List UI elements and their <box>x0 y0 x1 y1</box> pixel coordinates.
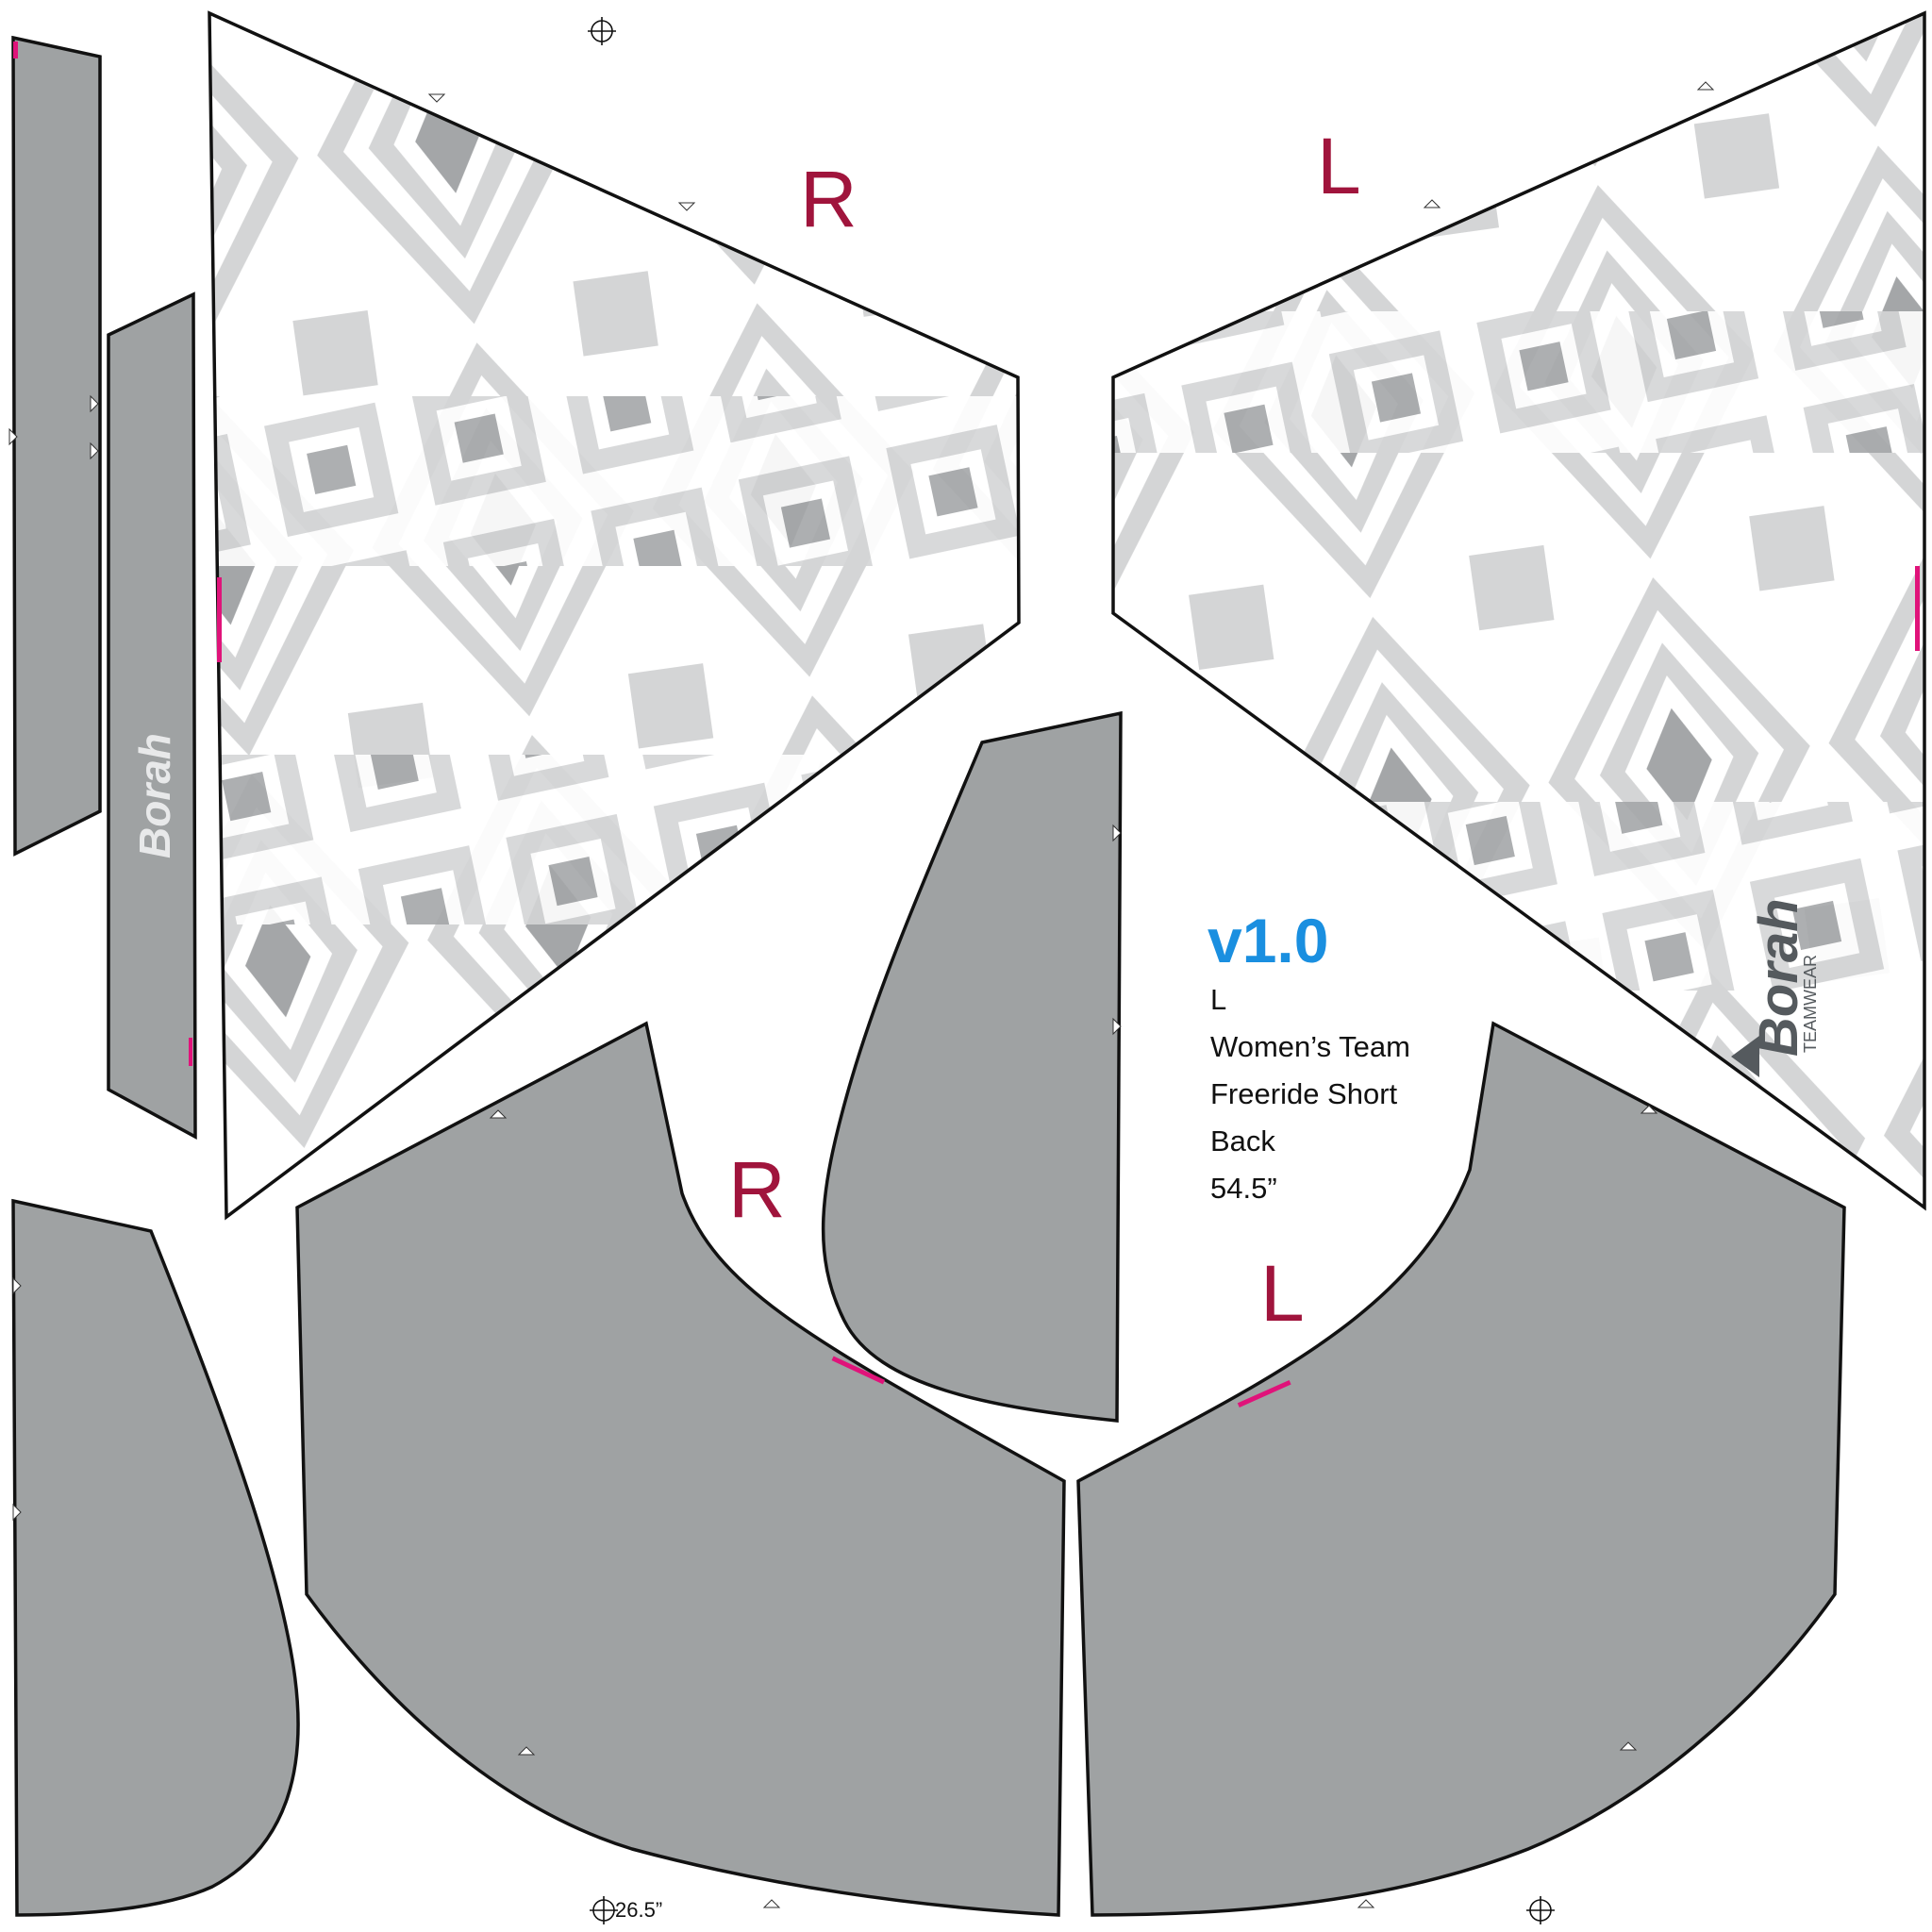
registration-mark-icon <box>590 1896 618 1924</box>
seam-mark <box>13 42 18 58</box>
svg-text:Borah: Borah <box>130 733 179 858</box>
product-line1: Women’s Team <box>1210 1030 1410 1063</box>
version-label: v1.0 <box>1208 906 1328 975</box>
info-block: v1.0 L Women’s Team Freeride Short Back … <box>1208 906 1410 1205</box>
svg-text:TEAMWEAR: TEAMWEAR <box>1801 955 1820 1053</box>
side-panel-small <box>11 1198 300 1917</box>
seam-mark <box>189 1038 192 1066</box>
side-label-top-left: L <box>1317 122 1361 210</box>
notch-icon <box>8 81 1715 1908</box>
length-label: 54.5” <box>1210 1172 1277 1205</box>
strip-logo: Borah <box>130 733 179 858</box>
seam-mark <box>1915 566 1920 651</box>
seam-mark <box>1237 1379 1291 1407</box>
side-label-bottom-left: L <box>1260 1249 1305 1338</box>
size-label: L <box>1210 983 1226 1016</box>
seam-mark <box>831 1356 886 1385</box>
registration-mark-icon <box>1526 1896 1555 1924</box>
side-label-bottom-right: R <box>728 1145 786 1234</box>
svg-text:Borah: Borah <box>1748 898 1809 1057</box>
back-panel-bottom-left <box>1076 1021 1846 1917</box>
panel-logo: Borah TEAMWEAR <box>1731 898 1820 1077</box>
piece-label: Back <box>1210 1124 1275 1158</box>
registration-mark-icon <box>588 17 616 45</box>
seam-mark <box>217 577 222 662</box>
waistband-strip-right <box>11 35 102 857</box>
side-label-top-right: R <box>800 155 858 243</box>
gusset-panel <box>821 710 1123 1423</box>
product-line2: Freeride Short <box>1210 1077 1398 1110</box>
back-panel-bottom-right <box>295 1021 1066 1917</box>
waistband-strip-left: Borah <box>107 291 197 1140</box>
width-measurement: 26.5” <box>615 1898 662 1922</box>
